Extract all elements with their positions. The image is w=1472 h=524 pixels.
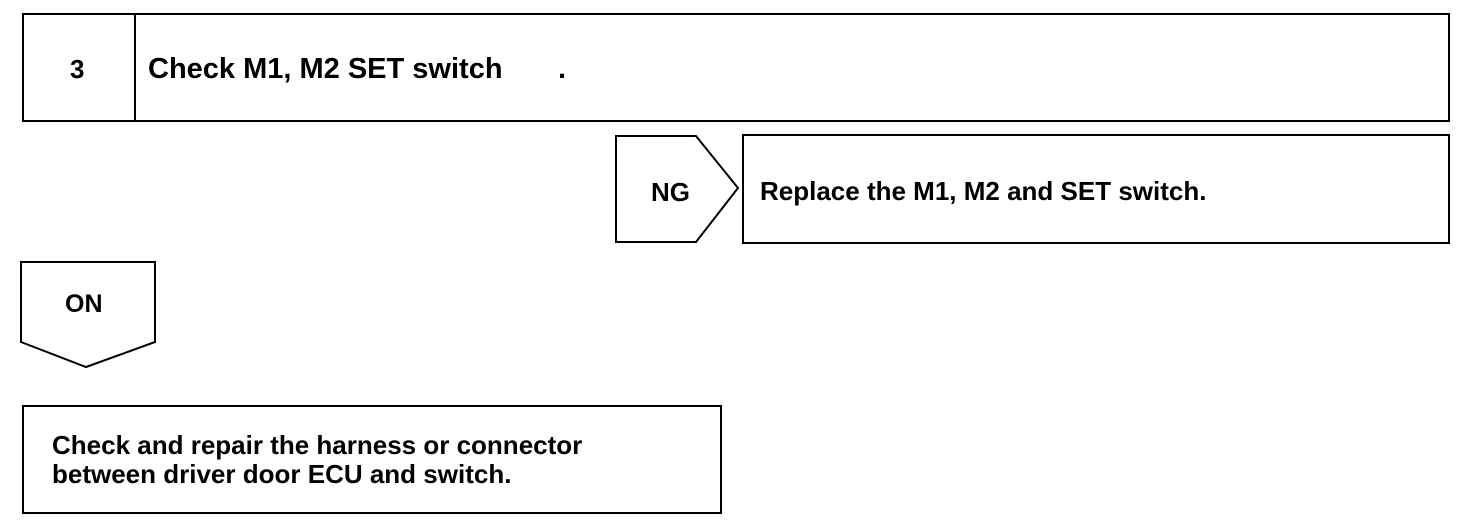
step-number: 3 xyxy=(70,54,85,84)
ng-arrow-shape xyxy=(615,135,740,243)
step-header-box xyxy=(22,13,1450,122)
step-title-dot: . xyxy=(558,53,567,85)
on-action-line2: between driver door ECU and switch. xyxy=(52,459,512,489)
ng-action-box xyxy=(742,134,1450,244)
ng-action-text: Replace the M1, M2 and SET switch. xyxy=(760,176,1207,206)
step-title: Check M1, M2 SET switch xyxy=(148,53,503,85)
on-action-line1: Check and repair the harness or connecto… xyxy=(52,430,583,460)
on-action-box xyxy=(22,405,722,514)
step-number-cell xyxy=(22,13,136,122)
on-label: ON xyxy=(65,290,103,318)
ng-label: NG xyxy=(651,177,690,207)
on-arrow-shape xyxy=(20,261,156,369)
